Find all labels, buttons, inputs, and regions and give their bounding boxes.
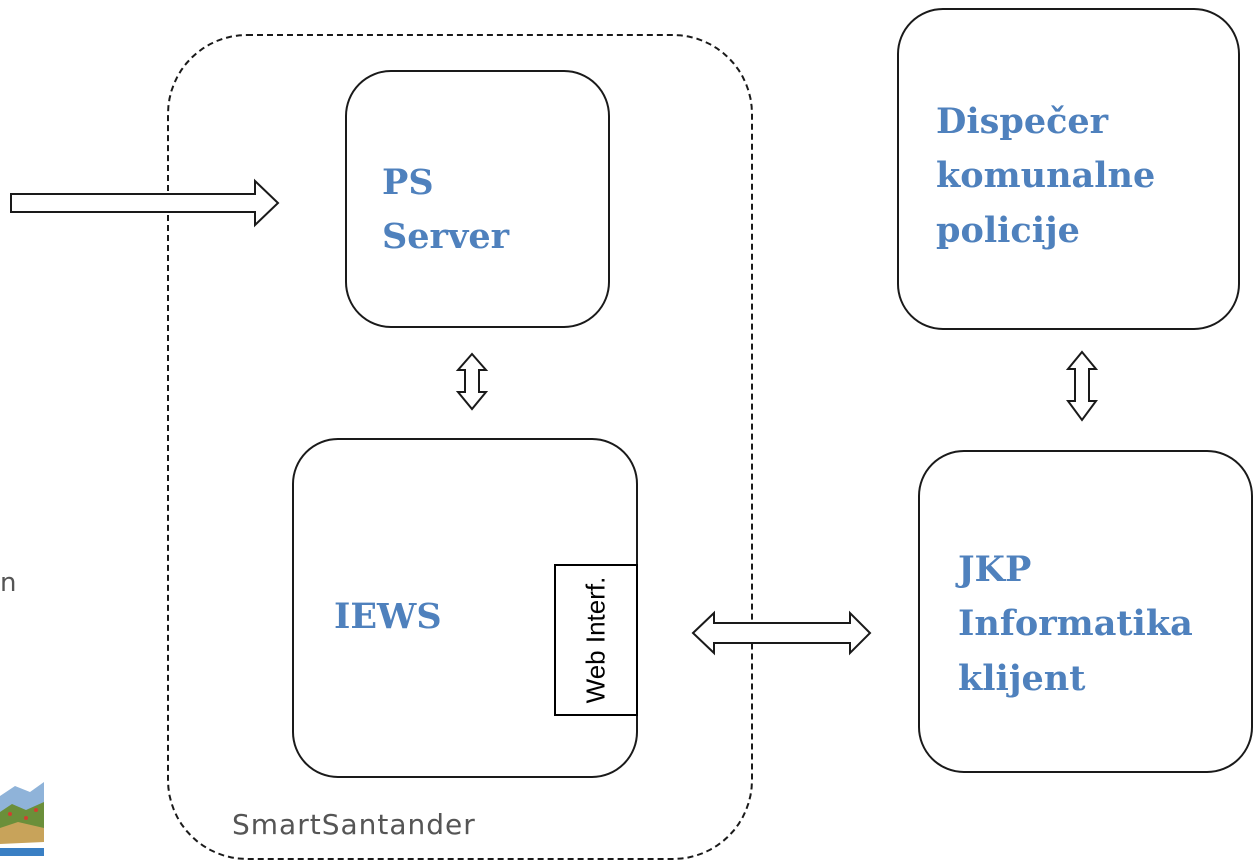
iews-jkp-double-arrow [691,610,872,656]
jkp-line-1: JKP [958,549,1032,590]
ps-server-line-2: Server [382,216,510,258]
group-label: SmartSantander [232,808,476,841]
iews-label: IEWS [334,590,442,644]
incoming-arrow [10,178,280,228]
ps-server-label: PS Server [382,156,509,265]
smartsantander-group [167,34,753,860]
dispecer-line-3: policije [936,209,1080,251]
dispecer-node[interactable] [897,8,1240,330]
dispecer-line-2: komunalne [936,155,1156,197]
left-edge-text: n [0,568,17,598]
ps-server-line-1: PS [382,162,434,203]
web-interface-box[interactable]: Web Interf. [554,564,638,716]
jkp-line-3: klijent [958,657,1086,699]
dispecer-jkp-double-arrow [1065,350,1099,422]
jkp-label: JKP Informatika klijent [958,543,1193,706]
dispecer-label: Dispečer komunalne policije [936,95,1155,258]
dispecer-line-1: Dispečer [936,101,1109,142]
map-thumbnail-icon [0,776,44,856]
iews-line-1: IEWS [334,596,442,637]
ps-server-node[interactable] [345,70,610,328]
ps-iews-double-arrow [455,352,489,411]
jkp-node[interactable] [918,450,1253,773]
jkp-line-2: Informatika [958,603,1193,645]
